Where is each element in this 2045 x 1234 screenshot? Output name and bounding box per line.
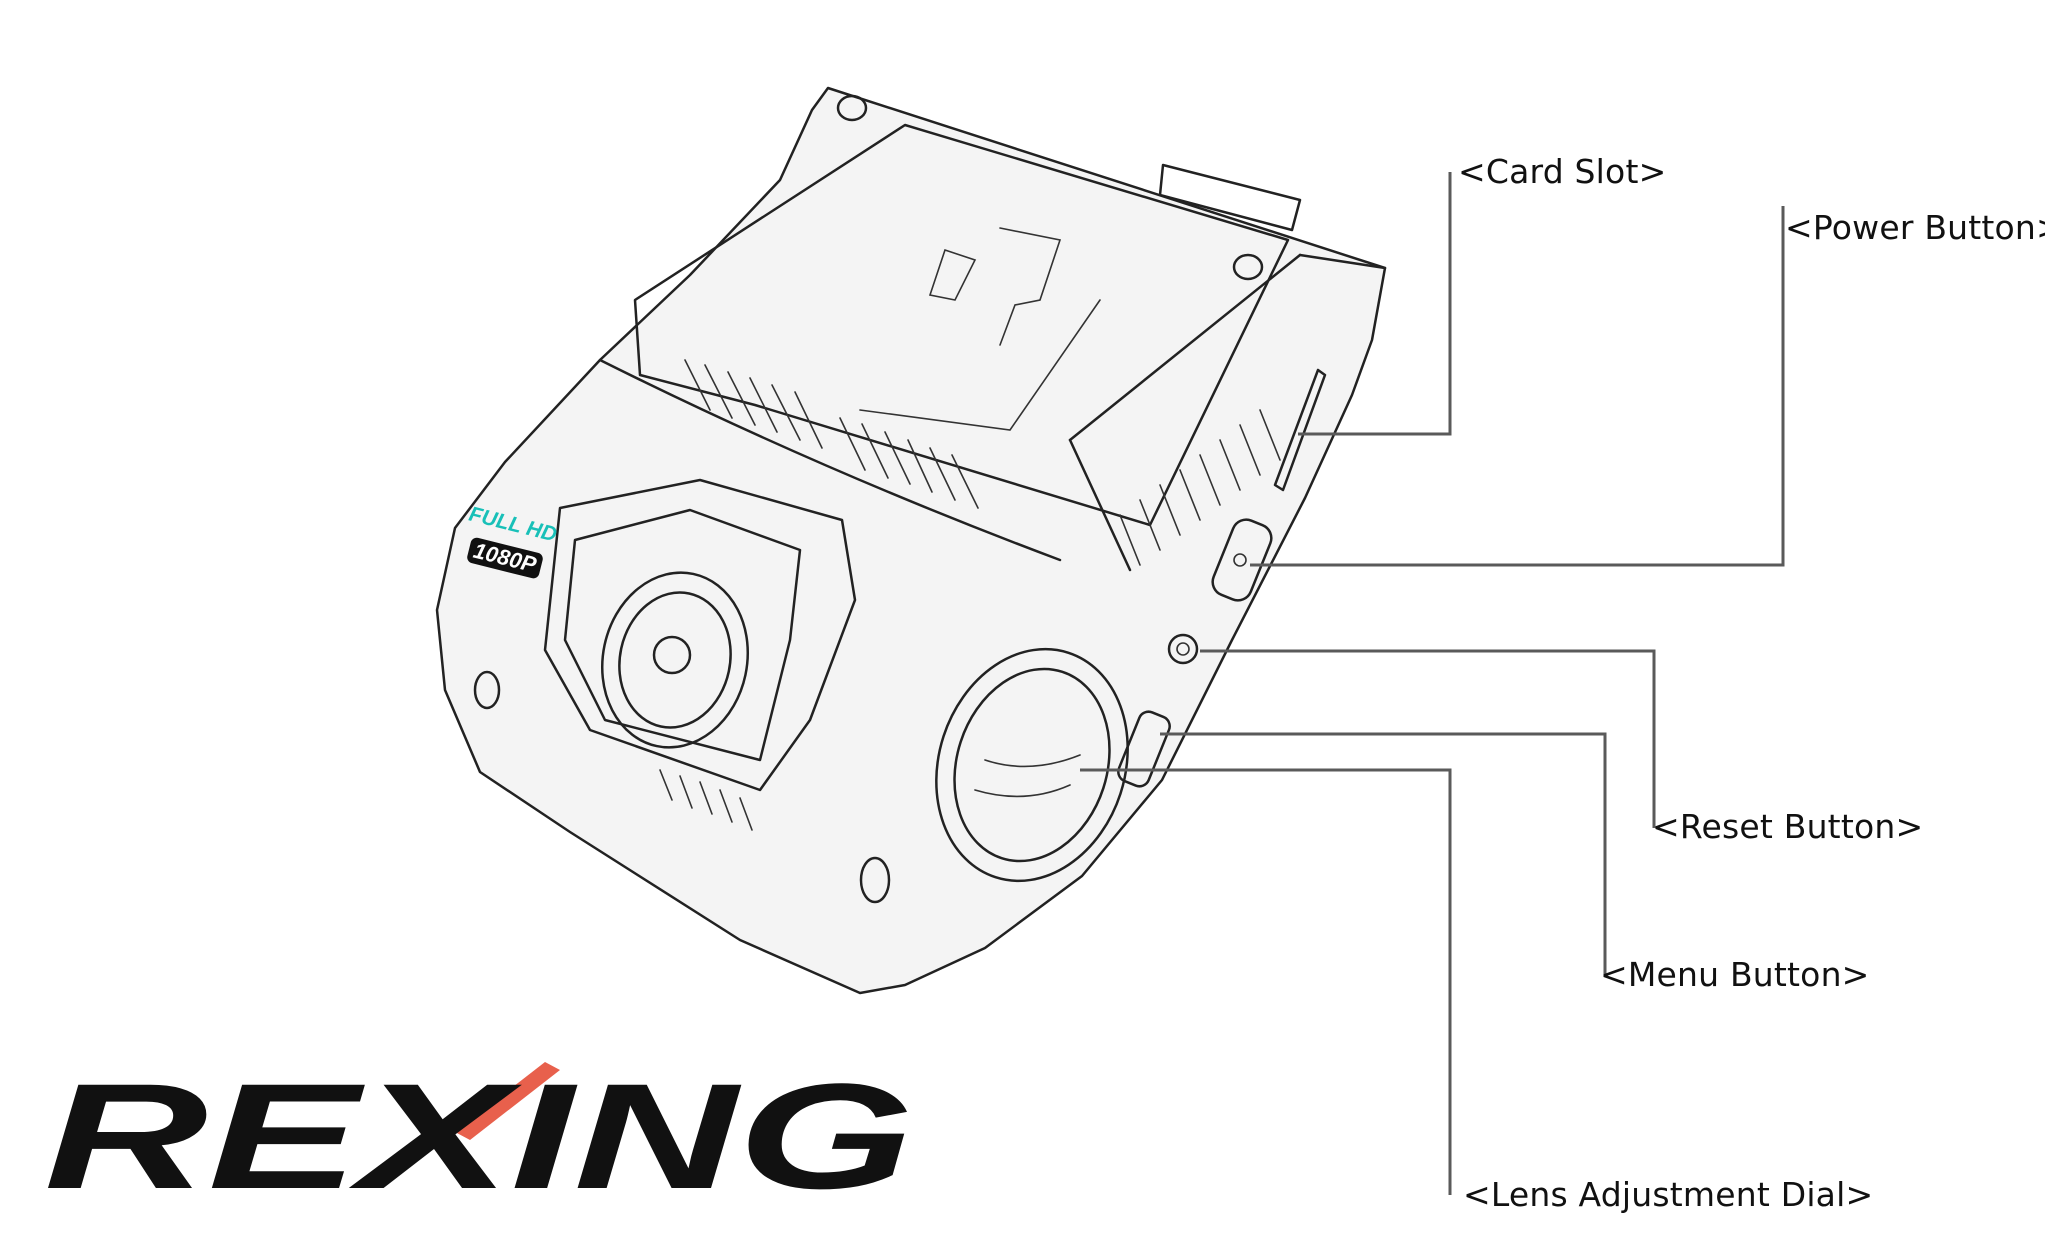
camera-body: [435, 86, 1387, 995]
leader-lines: [1080, 172, 1785, 1195]
logo-accent-mark: [455, 1062, 560, 1140]
svg-text:REXING: REXING: [44, 1070, 914, 1210]
power-button-shape: [1211, 518, 1273, 602]
lens-shape: [600, 571, 750, 749]
menu-button-shape: [1117, 710, 1171, 788]
reset-button-label: <Reset Button>: [1652, 807, 1924, 846]
menu-button-label: <Menu Button>: [1600, 955, 1870, 994]
card-slot-label: <Card Slot>: [1458, 152, 1667, 191]
card-slot-shape: [1273, 368, 1327, 492]
power-button-label: <Power Button>: [1785, 208, 2045, 247]
rexing-logo: REXING: [44, 1070, 914, 1210]
lens-dial-label: <Lens Adjustment Dial>: [1463, 1175, 1874, 1214]
reset-button-shape: [1167, 633, 1199, 665]
lens-dial-shape: [935, 647, 1129, 883]
